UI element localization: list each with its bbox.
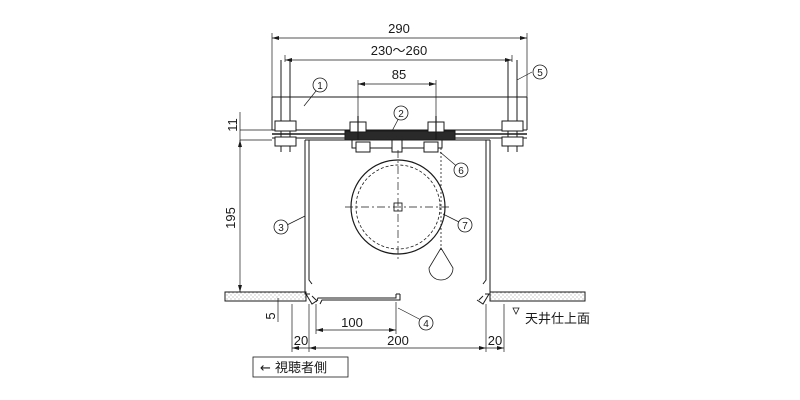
dim-center-span: 85 — [392, 67, 406, 82]
callout-leaders — [284, 71, 533, 323]
bottom-tray — [315, 293, 401, 305]
ceiling-panels — [224, 291, 586, 302]
dim-opening-width: 200 — [387, 333, 409, 348]
dim-height: 195 — [223, 207, 238, 229]
dim-left-margin: 20 — [294, 333, 308, 348]
ceiling-surface-label: 天井仕上面 — [525, 312, 590, 327]
callout-5: 5 — [537, 68, 543, 79]
ceiling-panel-right — [489, 291, 586, 302]
dim-right-margin: 20 — [488, 333, 502, 348]
dim-overall-width: 290 — [388, 21, 410, 36]
callout-4: 4 — [423, 319, 429, 330]
callout-2: 2 — [398, 109, 404, 120]
ceiling-panel-left — [224, 291, 307, 302]
callout-7: 7 — [462, 221, 468, 232]
dim-top-thickness: 11 — [225, 118, 240, 132]
swing-weight — [428, 148, 454, 281]
center-bracket — [344, 116, 456, 153]
ceiling-surface-marker — [512, 307, 520, 315]
callout-circles — [273, 64, 548, 331]
projector-lens — [345, 150, 451, 262]
dimension-arrows — [238, 36, 527, 350]
dim-bottom-offset: 5 — [263, 312, 278, 319]
dim-inner-width: 100 — [341, 315, 363, 330]
dim-bolt-span: 230〜260 — [371, 43, 427, 58]
viewer-side-label: ← 視聴者側 — [260, 361, 327, 376]
viewer-side-box — [252, 356, 349, 378]
dimension-lines — [236, 33, 528, 352]
callout-3: 3 — [278, 223, 284, 234]
hanging-bolt-left — [274, 60, 297, 152]
hanging-bolt-right — [501, 60, 524, 152]
callout-6: 6 — [458, 166, 464, 177]
callout-1: 1 — [317, 81, 323, 92]
